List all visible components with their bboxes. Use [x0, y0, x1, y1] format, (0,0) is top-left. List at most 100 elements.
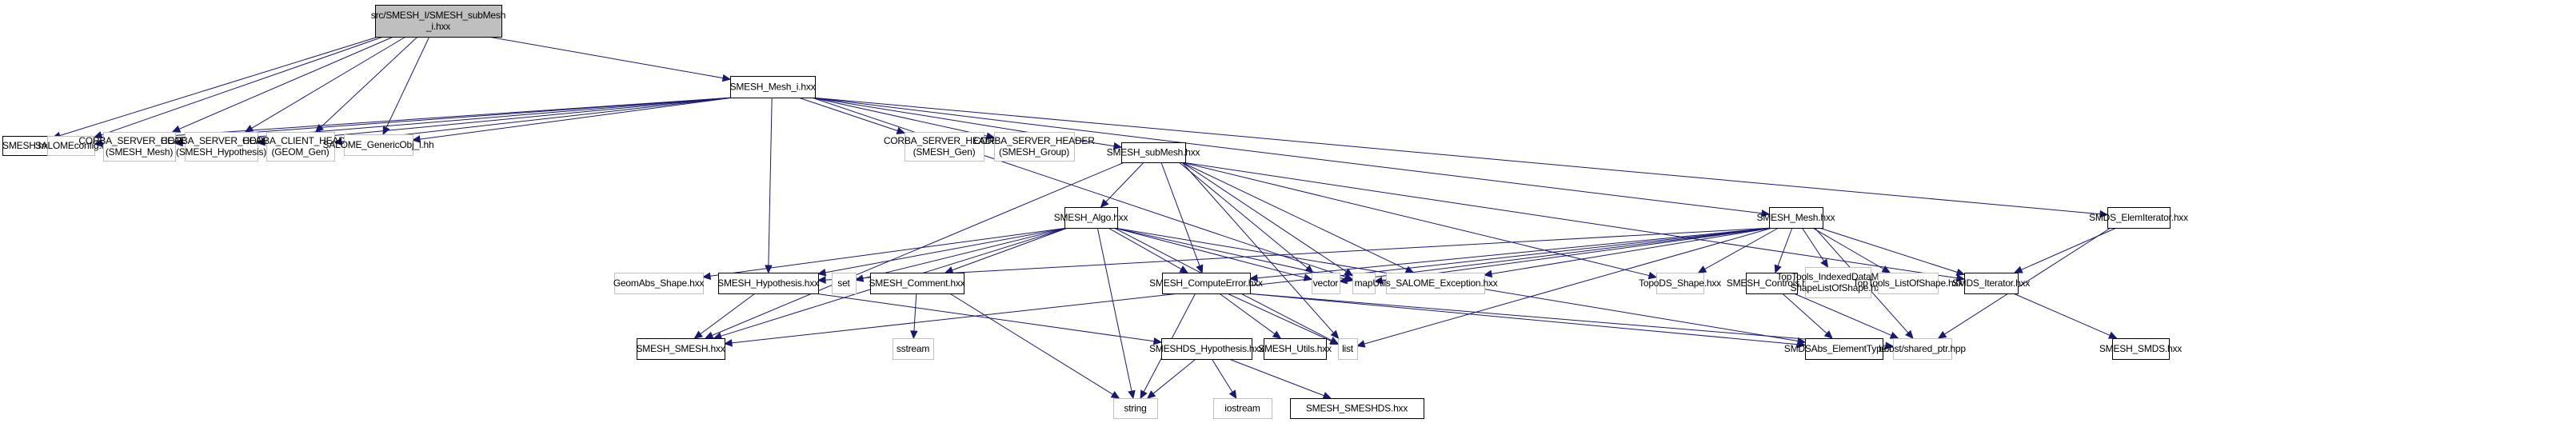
edge-line: [1152, 358, 1196, 394]
edge-line: [712, 162, 1125, 336]
node-box[interactable]: [870, 273, 965, 294]
node-smeshds[interactable]: SMESH_SMESHDS.hxx: [1290, 398, 1424, 419]
edge-controls-to-smdsabs: [1782, 293, 1833, 339]
node-label: (GEOM_Gen): [271, 146, 329, 158]
node-label: (SMESH_Mesh): [106, 146, 173, 158]
node-label: iostream: [1224, 403, 1260, 414]
edge-line: [1812, 227, 1884, 269]
node-box[interactable]: [1162, 273, 1251, 294]
edge-smds_iterator-to-smesh_smds: [2013, 293, 2118, 339]
arrowhead-icon: [1937, 330, 1947, 339]
edge-root-to-smesh_hxx: [51, 36, 379, 139]
arrowhead-icon: [721, 74, 732, 82]
node-algo[interactable]: SMESH_Algo.hxx: [1054, 207, 1128, 229]
edge-line: [178, 36, 394, 130]
arrowhead-icon: [333, 138, 342, 146]
arrowhead-icon: [1774, 264, 1782, 274]
node-topods-shape: TopoDS_Shape.hxx: [1639, 273, 1721, 294]
node-box: [185, 132, 258, 162]
node-box[interactable]: [718, 273, 819, 294]
node-label: SMESH_Hypothesis.hxx: [717, 277, 819, 289]
edge-computeerror-to-smdsabs: [1246, 293, 1807, 349]
node-box[interactable]: [2107, 207, 2171, 229]
node-computeerror[interactable]: SMESH_ComputeError.hxx: [1149, 273, 1263, 294]
node-label: SMDS_ElemIterator.hxx: [2089, 212, 2188, 223]
node-box[interactable]: [637, 338, 725, 360]
node-label: sstream: [897, 343, 929, 354]
node-label: boost/shared_ptr.hpp: [1879, 343, 1966, 354]
node-box[interactable]: [2, 136, 54, 156]
edge-line: [1211, 358, 1233, 393]
node-smeshds-hyp[interactable]: SMESHDS_Hypothesis.hxx: [1149, 338, 1264, 360]
node-vector: vector: [1312, 273, 1340, 294]
node-box[interactable]: [730, 76, 816, 98]
node-controls[interactable]: SMESH_Controls.hxx: [1727, 273, 1817, 294]
edge-line: [1364, 227, 1773, 345]
node-smesh-utils[interactable]: SMESH_Utils.hxx: [1258, 338, 1332, 360]
arrowhead-icon: [1797, 340, 1807, 349]
edge-mesh_i-to-mesh: [811, 97, 1771, 217]
edge-line: [811, 97, 988, 137]
edge-line: [862, 227, 1068, 279]
node-box[interactable]: [1064, 207, 1118, 229]
node-smesh-hxx[interactable]: SMESH.hxx: [2, 136, 54, 156]
node-box[interactable]: [1290, 398, 1424, 419]
edge-line: [1801, 227, 1825, 261]
node-mesh-i[interactable]: SMESH_Mesh_i.hxx: [730, 76, 816, 98]
edge-mesh_i-to-hypothesis: [765, 97, 773, 274]
node-label: SMESH_ComputeError.hxx: [1149, 277, 1263, 289]
node-box[interactable]: [2112, 338, 2170, 360]
arrowhead-icon: [1152, 337, 1163, 345]
node-box[interactable]: [375, 5, 502, 38]
edge-line: [1108, 227, 1182, 270]
edge-line: [1113, 227, 1305, 278]
edge-mesh-to-smds_iterator: [1819, 227, 1966, 276]
node-label: string: [1124, 403, 1146, 414]
node-label: list: [1342, 343, 1354, 354]
node-comment[interactable]: SMESH_Comment.hxx: [869, 273, 965, 294]
node-box[interactable]: [1964, 273, 2019, 294]
node-smds-elemiterator[interactable]: SMDS_ElemIterator.hxx: [2089, 207, 2188, 229]
node-box[interactable]: [1805, 338, 1883, 360]
arrowhead-icon: [256, 138, 266, 146]
node-toptools-list: TopTools_ListOfShape.hxx: [1853, 273, 1963, 294]
node-box[interactable]: [1121, 142, 1186, 163]
edge-line: [952, 227, 1068, 271]
edge-line: [1181, 162, 1347, 273]
node-smesh-smesh[interactable]: SMESH_SMESH.hxx: [636, 338, 725, 360]
node-label: SMESHDS_Hypothesis.hxx: [1149, 343, 1264, 354]
node-map: map: [1352, 273, 1376, 294]
node-box: [1805, 267, 1871, 298]
edge-line: [2013, 293, 2111, 336]
node-label: SMESH_Mesh_i.hxx: [730, 82, 816, 93]
node-label: set: [837, 277, 850, 289]
arrowhead-icon: [2013, 265, 2023, 273]
edge-line: [1227, 293, 1332, 342]
node-smesh-smds[interactable]: SMESH_SMDS.hxx: [2099, 338, 2183, 360]
edge-root-to-mesh_i: [488, 36, 732, 82]
node-box[interactable]: [1746, 273, 1798, 294]
node-label: TopoDS_Shape.hxx: [1639, 277, 1721, 289]
edge-mesh-to-utils_salome_exc: [1483, 227, 1773, 278]
node-smds-iterator[interactable]: SMDS_Iterator.hxx: [1952, 273, 2031, 294]
node-geomabs: GeomAbs_Shape.hxx: [613, 273, 705, 294]
edge-submesh-to-list: [1181, 162, 1340, 339]
node-root[interactable]: src/SMESH_I/SMESH_subMesh_i.hxx: [371, 5, 505, 38]
node-box[interactable]: [1264, 338, 1327, 360]
node-box[interactable]: [1769, 207, 1823, 229]
node-label: (SMESH_Hypothesis): [176, 146, 266, 158]
node-string: string: [1113, 398, 1158, 419]
node-cc-geom-gen: CORBA_CLIENT_HEADER(GEOM_Gen): [242, 132, 359, 162]
node-submesh[interactable]: SMESH_subMesh.hxx: [1107, 142, 1200, 163]
node-salome-genericobj: SALOME_GenericObj_i.hh: [322, 134, 434, 156]
node-smdsabs[interactable]: SMDSAbs_ElementType.hxx: [1784, 338, 1904, 360]
node-mesh[interactable]: SMESH_Mesh.hxx: [1757, 207, 1835, 229]
node-box[interactable]: [1161, 338, 1252, 360]
edge-mesh-to-hypothesis: [817, 227, 1773, 284]
nodes-layer: src/SMESH_I/SMESH_subMesh_i.hxxSMESH_Mes…: [2, 5, 2188, 419]
node-hypothesis[interactable]: SMESH_Hypothesis.hxx: [717, 273, 819, 294]
arrowhead-icon: [1881, 265, 1891, 273]
edge-controls-to-boost_shared_ptr: [1793, 293, 1899, 339]
edge-mesh_i-to-cs_smesh_group: [811, 97, 996, 140]
node-list: list: [1338, 338, 1358, 360]
